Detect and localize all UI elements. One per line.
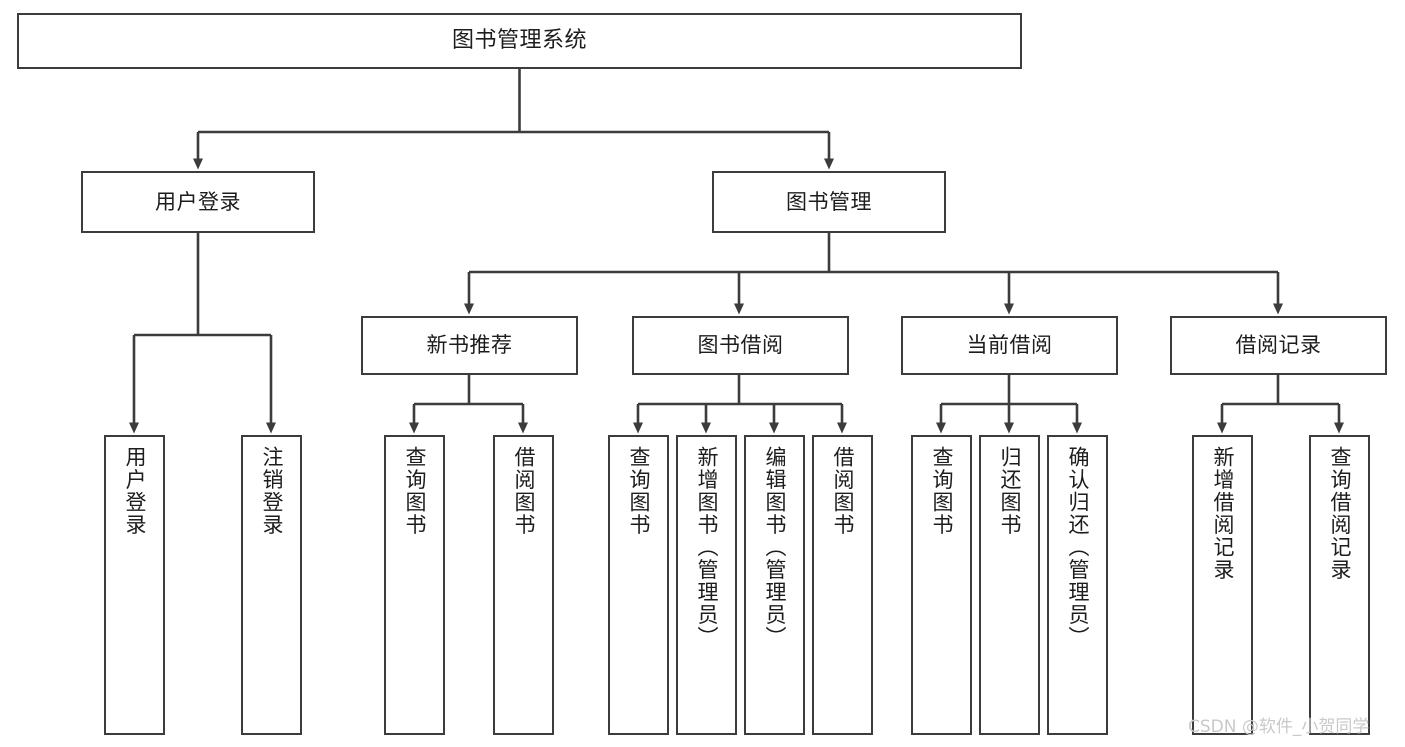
node-label: 用户登录 (123, 446, 147, 536)
node-new-book-recommend[interactable]: 新书推荐 (361, 316, 578, 375)
leaf-new-book-borrow-book[interactable]: 借阅图书 (493, 435, 554, 735)
leaf-book-borrow-query-book[interactable]: 查询图书 (608, 435, 669, 735)
node-label: 借阅记录 (1235, 333, 1322, 358)
node-label: 查询图书 (930, 446, 954, 536)
node-label: 用户登录 (155, 189, 241, 214)
node-root-system[interactable]: 图书管理系统 (17, 13, 1022, 69)
leaf-user-login-login[interactable]: 用户登录 (104, 435, 165, 735)
csdn-watermark: CSDN @软件_小贺同学 (1188, 717, 1370, 737)
node-label: 借阅图书 (512, 446, 536, 536)
node-label: 图书管理 (786, 189, 872, 214)
node-label: 借阅图书 (831, 446, 855, 536)
leaf-new-book-query-book[interactable]: 查询图书 (384, 435, 445, 735)
node-label: 注销登录 (260, 446, 284, 536)
leaf-current-borrow-confirm-return-admin[interactable]: 确认归还（管理员） (1047, 435, 1108, 735)
leaf-user-login-logout[interactable]: 注销登录 (241, 435, 302, 735)
leaf-book-borrow-add-book-admin[interactable]: 新增图书（管理员） (676, 435, 737, 735)
node-label: 编辑图书（管理员） (763, 446, 787, 649)
leaf-borrow-record-add-record[interactable]: 新增借阅记录 (1192, 435, 1253, 735)
leaf-book-borrow-edit-book-admin[interactable]: 编辑图书（管理员） (744, 435, 805, 735)
node-label: 查询借阅记录 (1328, 446, 1352, 581)
node-label: 新增借阅记录 (1211, 446, 1235, 581)
leaf-current-borrow-return-book[interactable]: 归还图书 (979, 435, 1040, 735)
leaf-current-borrow-query-book[interactable]: 查询图书 (911, 435, 972, 735)
node-label: 新书推荐 (426, 333, 513, 358)
node-current-borrow[interactable]: 当前借阅 (901, 316, 1118, 375)
node-label: 图书管理系统 (451, 28, 587, 54)
node-label: 确认归还（管理员） (1066, 446, 1090, 649)
node-label: 当前借阅 (966, 333, 1053, 358)
leaf-borrow-record-query-record[interactable]: 查询借阅记录 (1309, 435, 1370, 735)
node-user-login[interactable]: 用户登录 (81, 171, 315, 233)
node-borrow-record[interactable]: 借阅记录 (1170, 316, 1387, 375)
node-label: 归还图书 (998, 446, 1022, 536)
node-book-borrow[interactable]: 图书借阅 (632, 316, 849, 375)
node-label: 图书借阅 (697, 333, 784, 358)
node-book-management[interactable]: 图书管理 (712, 171, 946, 233)
node-label: 查询图书 (403, 446, 427, 536)
node-label: 新增图书（管理员） (695, 446, 719, 649)
node-label: 查询图书 (627, 446, 651, 536)
leaf-book-borrow-borrow-book[interactable]: 借阅图书 (812, 435, 873, 735)
